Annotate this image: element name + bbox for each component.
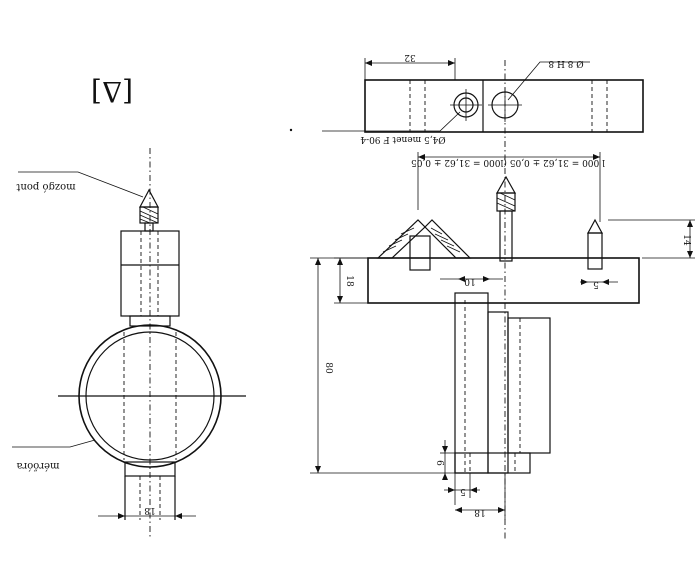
left-width-dim: 18 [98, 505, 196, 519]
dial-leader: mérőóra [12, 439, 96, 471]
spacing-formula: l 000 = 31,62 ± 0,05 (l000 = 31,62 ± 0,0… [411, 152, 605, 222]
pin-width-dim: 5 [580, 279, 618, 289]
thread-leader: Ø4,5 menet F 90-4 [322, 111, 461, 145]
hole-fit-leader: Ø 8 H 8 [507, 58, 590, 101]
gauge-stem [120, 230, 180, 327]
plate-thickness-label: 18 [344, 275, 354, 287]
top-width-dim: 32 [364, 52, 456, 80]
front-elevation: 14 5 10 18 [310, 175, 695, 520]
left-width-label: 18 [144, 505, 156, 515]
top-bar [364, 79, 644, 133]
stylus-label: mozgó pont [16, 181, 75, 192]
height-total-label: 80 [323, 362, 333, 374]
pin-spacing-label: 10 [464, 276, 476, 286]
pin-height-dim: 14 [608, 219, 695, 259]
base-offset-dim: 5 [444, 473, 480, 505]
hole-fit-label: Ø 8 H 8 [548, 58, 584, 69]
thread-label: Ø4,5 menet F 90-4 [360, 134, 446, 145]
base-plate [367, 257, 640, 304]
base-width-label: 18 [474, 507, 486, 517]
stylus-leader: mozgó pont [16, 171, 144, 198]
stylus-point [139, 188, 159, 232]
top-plan-view: 32 Ø 8 H 8 Ø4,5 menet F 90-4 [322, 52, 644, 540]
base-small-label: 6 [434, 460, 444, 466]
v-prism [376, 219, 472, 271]
base-small-dim: 6 [434, 440, 455, 480]
lower-spindle [124, 461, 176, 520]
threaded-hole [450, 89, 482, 121]
base-width-dim: 18 [455, 473, 506, 520]
pin-width-label: 5 [593, 279, 599, 289]
pin-spacing-dim: 10 [440, 276, 503, 286]
dial-label: mérőóra [16, 460, 59, 471]
formula-label: l 000 = 31,62 ± 0,05 (l000 = 31,62 ± 0,0… [411, 157, 605, 168]
left-view: [Δ] [12, 75, 246, 538]
height-total-dim: 80 [310, 257, 455, 474]
top-width-label: 32 [404, 52, 415, 62]
dial-gauge [58, 324, 246, 468]
base-offset-label: 5 [460, 486, 466, 496]
lower-body [454, 292, 551, 474]
locating-pin [586, 218, 604, 270]
delta-symbol: [Δ] [91, 75, 133, 108]
speck [289, 128, 293, 132]
pin-height-label: 14 [681, 234, 691, 246]
plate-thickness-dim: 18 [334, 257, 368, 304]
stylus-rod [495, 175, 517, 262]
